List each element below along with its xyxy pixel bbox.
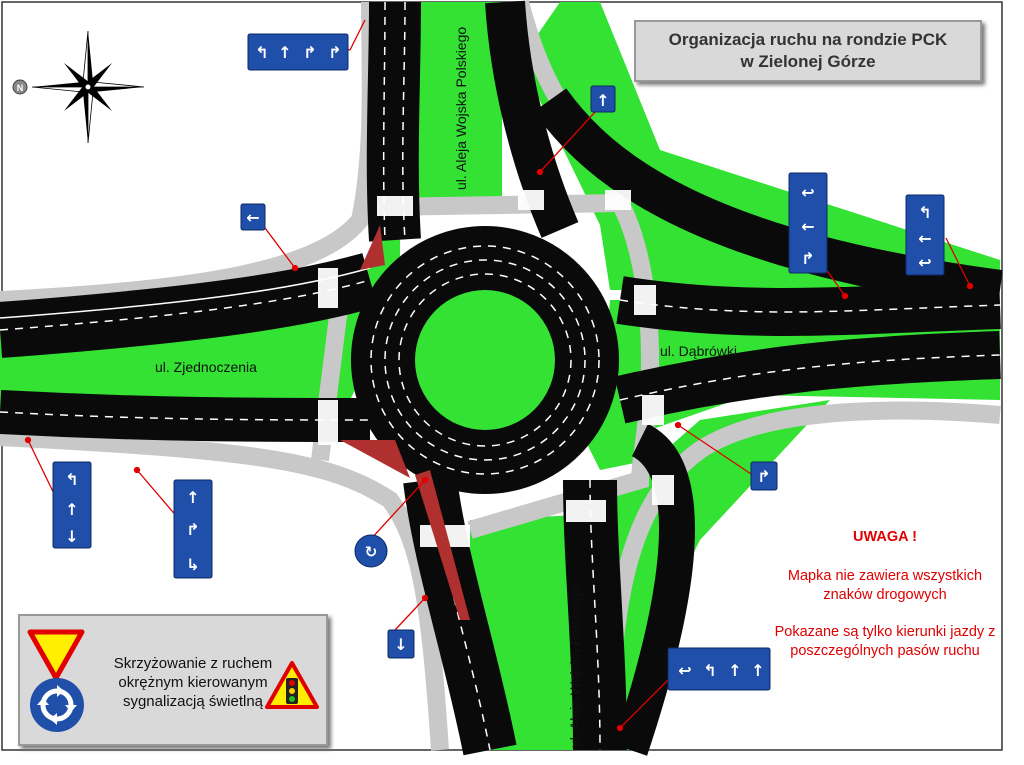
svg-text:↱: ↱: [186, 520, 199, 539]
street-label-north: ul. Aleja Wojska Polskiego: [453, 27, 469, 190]
sign-south-roundabout: [354, 534, 388, 568]
compass-rose-icon: [31, 30, 145, 144]
bus-lanes: [340, 225, 470, 620]
street-label-west: ul. Zjednoczenia: [155, 359, 257, 375]
svg-text:↱: ↱: [303, 43, 316, 62]
sign-east-upper: [788, 172, 828, 274]
notice-paragraph-2: Pokazane są tylko kierunki jazdy z poszc…: [774, 624, 996, 659]
sign-north-straight: [590, 85, 616, 113]
svg-text:↱: ↱: [757, 467, 770, 486]
svg-text:↓: ↓: [394, 635, 407, 654]
roundabout-island: [415, 290, 555, 430]
street-label-south: ul. Aleja Wojska Polskiego: [567, 585, 583, 748]
svg-text:↑: ↑: [186, 488, 199, 507]
notice-heading: UWAGA !: [853, 529, 917, 545]
svg-text:←: ←: [246, 208, 259, 227]
svg-text:↑: ↑: [728, 661, 741, 680]
sign-south-down: [387, 629, 415, 659]
direction-signs: [52, 33, 945, 691]
yield-sign-icon: [27, 629, 85, 681]
svg-text:←: ←: [801, 217, 814, 236]
sign-pointers: [24, 19, 974, 732]
sign-arrows: ↰ ↑ ↱ ↱ ↑ ← ↩ ← ↱ ↰ ← ↩ ↰ ↑ ↓ ↑ ↱ ↳ ↓ ↱ ↩ ↰ ↑ ↑ ↻: [65, 43, 931, 680]
svg-text:↩: ↩: [801, 183, 814, 202]
svg-text:↩: ↩: [918, 253, 931, 272]
svg-text:↑: ↑: [596, 91, 609, 110]
crosswalks: [318, 190, 674, 547]
svg-text:←: ←: [918, 229, 931, 248]
notice-paragraph-1: Mapka nie zawiera wszystkich znaków drog…: [787, 568, 983, 603]
svg-text:↳: ↳: [186, 555, 199, 574]
compass-north-label: N: [17, 83, 24, 93]
svg-text:↰: ↰: [65, 470, 78, 489]
sign-south-lanes: [667, 647, 771, 691]
svg-text:↰: ↰: [918, 203, 931, 222]
map-title: Organizacja ruchu na rondzie PCK w Zielo…: [634, 20, 982, 82]
sign-north-lanes: [247, 33, 349, 71]
sign-east-right: [750, 461, 778, 491]
street-label-east: ul. Dąbrówki: [660, 343, 737, 359]
traffic-light-warning-icon: [265, 661, 319, 709]
sign-west-lower-1: [52, 461, 92, 549]
map-title-line2: w Zielonej Górze: [740, 52, 876, 71]
map-title-line1: Organizacja ruchu na rondzie PCK: [668, 30, 948, 49]
svg-text:↰: ↰: [255, 43, 268, 62]
sign-east-far: [905, 194, 945, 276]
sign-west-lower-2: [173, 479, 213, 579]
svg-text:↻: ↻: [365, 543, 378, 561]
sign-west-left: [240, 203, 266, 231]
street-labels: ul. Aleja Wojska Polskiego ul. Aleja Woj…: [155, 27, 737, 748]
svg-text:↑: ↑: [278, 43, 291, 62]
svg-text:↑: ↑: [751, 661, 764, 680]
compass-north-badge: [12, 79, 28, 95]
legend-box: Skrzyżowanie z ruchem okrężnym kierowany…: [18, 614, 328, 746]
legend-text: Skrzyżowanie z ruchem okrężnym kierowany…: [113, 655, 273, 710]
svg-text:↑: ↑: [65, 500, 78, 519]
svg-text:↱: ↱: [801, 249, 814, 268]
roundabout-sign-icon: [30, 678, 84, 732]
svg-text:↰: ↰: [703, 661, 716, 680]
notice: UWAGA ! Mapka nie zawiera wszystkich zna…: [770, 528, 1000, 679]
svg-text:↱: ↱: [328, 43, 341, 62]
svg-text:↩: ↩: [678, 661, 691, 680]
svg-text:↓: ↓: [65, 527, 78, 546]
